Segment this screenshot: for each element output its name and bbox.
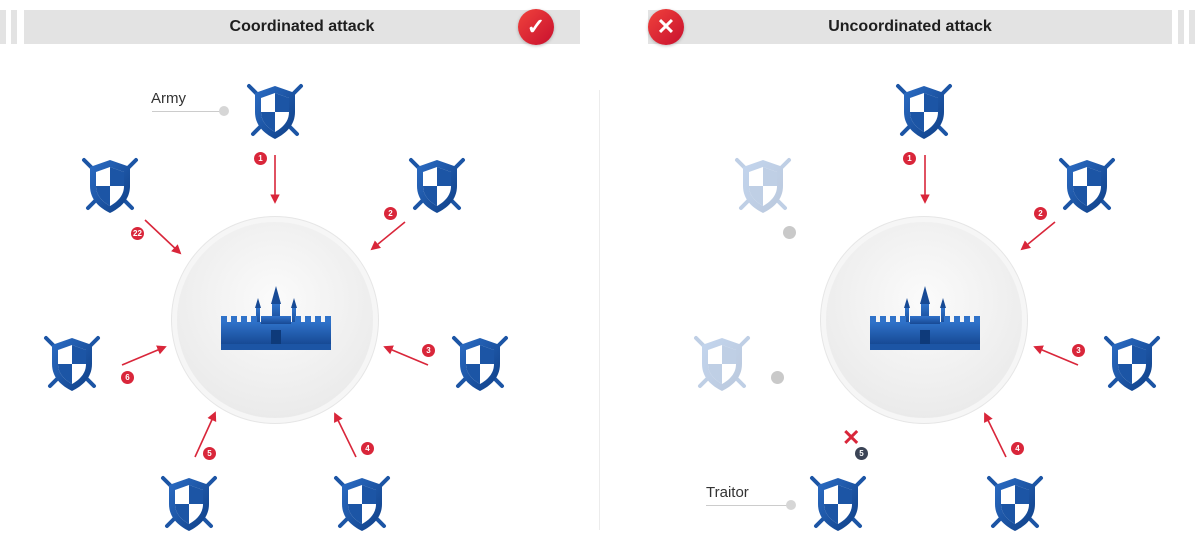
fortress-left bbox=[177, 222, 373, 418]
attack-arrow bbox=[1020, 221, 1056, 251]
step-number: 3 bbox=[1072, 344, 1085, 357]
inactive-marker bbox=[771, 371, 784, 384]
fortress-right bbox=[826, 222, 1022, 418]
step-number: 2 bbox=[384, 207, 397, 220]
attack-arrow bbox=[121, 345, 167, 366]
coordinated-attack-title: Coordinated attack bbox=[24, 10, 580, 44]
attack-arrow bbox=[144, 219, 182, 255]
army-label: Army bbox=[151, 90, 186, 107]
attack-arrow bbox=[334, 412, 357, 458]
banner-stripes-right bbox=[1178, 10, 1200, 44]
rejected-x-icon: ✕ bbox=[842, 425, 861, 450]
attack-arrow bbox=[370, 221, 406, 251]
step-number: 5 bbox=[203, 447, 216, 460]
traitor-step-number: 5 bbox=[855, 447, 868, 460]
check-icon: ✓ bbox=[518, 9, 554, 45]
step-number: 3 bbox=[422, 344, 435, 357]
army-label-dot bbox=[219, 106, 229, 116]
banner-stripes-left bbox=[0, 10, 17, 44]
close-icon: ✕ bbox=[648, 9, 684, 45]
step-number: 4 bbox=[1011, 442, 1024, 455]
attack-arrow bbox=[194, 411, 217, 458]
traitor-label-leader bbox=[706, 505, 788, 506]
traitor-label: Traitor bbox=[706, 484, 749, 501]
inactive-marker bbox=[783, 226, 796, 239]
step-number: 2 bbox=[1034, 207, 1047, 220]
attack-arrow bbox=[383, 345, 429, 366]
army-label-leader bbox=[152, 111, 222, 112]
attack-arrow bbox=[1033, 345, 1079, 366]
traitor-label-dot bbox=[786, 500, 796, 510]
step-number: 6 bbox=[121, 371, 134, 384]
uncoordinated-attack-title: Uncoordinated attack bbox=[648, 10, 1172, 44]
step-number: 4 bbox=[361, 442, 374, 455]
panel-divider bbox=[599, 90, 600, 530]
step-number: 22 bbox=[131, 227, 144, 240]
step-number: 1 bbox=[254, 152, 267, 165]
step-number: 1 bbox=[903, 152, 916, 165]
attack-arrow bbox=[984, 412, 1007, 458]
